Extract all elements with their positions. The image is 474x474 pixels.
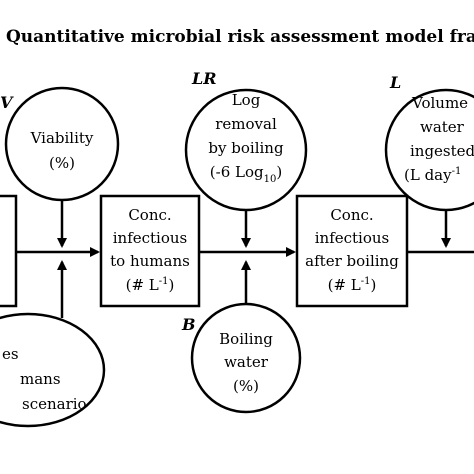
variable-label-b: B bbox=[181, 315, 196, 334]
boiling-water-line1: Boiling bbox=[219, 330, 273, 348]
variable-label-l: L bbox=[389, 73, 401, 92]
variable-label-v: V bbox=[0, 93, 14, 112]
scenario-label-3: scenario bbox=[22, 395, 87, 413]
volume-water-line1: Volume bbox=[411, 94, 468, 112]
variable-label-lr: LR bbox=[191, 69, 217, 88]
viability-unit: (%) bbox=[49, 154, 75, 172]
log-removal-line1: Log bbox=[232, 91, 261, 109]
viability-label: Viability bbox=[30, 129, 94, 147]
boiling-water-line3: (%) bbox=[233, 377, 259, 395]
scenario-node-partial bbox=[0, 312, 106, 428]
volume-water-line2: water bbox=[420, 118, 465, 136]
conc-after-boiling-line3: after boiling bbox=[305, 252, 399, 270]
conc-humans-line3: to humans bbox=[110, 252, 190, 270]
scenario-label-2: mans bbox=[20, 370, 61, 388]
diagram-title: Quantitative microbial risk assessment m… bbox=[6, 27, 474, 47]
scenario-label-1: es bbox=[2, 345, 19, 363]
boiling-water-line2: water bbox=[224, 353, 269, 371]
volume-water-unit: (L day-1 bbox=[404, 166, 461, 184]
conc-after-boiling-line1: Conc. bbox=[330, 206, 373, 224]
log-removal-unit: (-6 Log10) bbox=[210, 163, 282, 185]
log-removal-line2: removal bbox=[215, 115, 277, 133]
conc-humans-line2: infectious bbox=[113, 229, 188, 247]
conc-after-boiling-line2: infectious bbox=[315, 229, 390, 247]
source-box-partial bbox=[0, 194, 18, 308]
log-removal-line3: by boiling bbox=[208, 139, 284, 157]
conc-after-boiling-unit: (# L-1) bbox=[328, 276, 377, 294]
volume-water-line3: ingested bbox=[410, 142, 474, 160]
conc-humans-line1: Conc. bbox=[128, 206, 171, 224]
conc-humans-unit: (# L-1) bbox=[126, 276, 175, 294]
